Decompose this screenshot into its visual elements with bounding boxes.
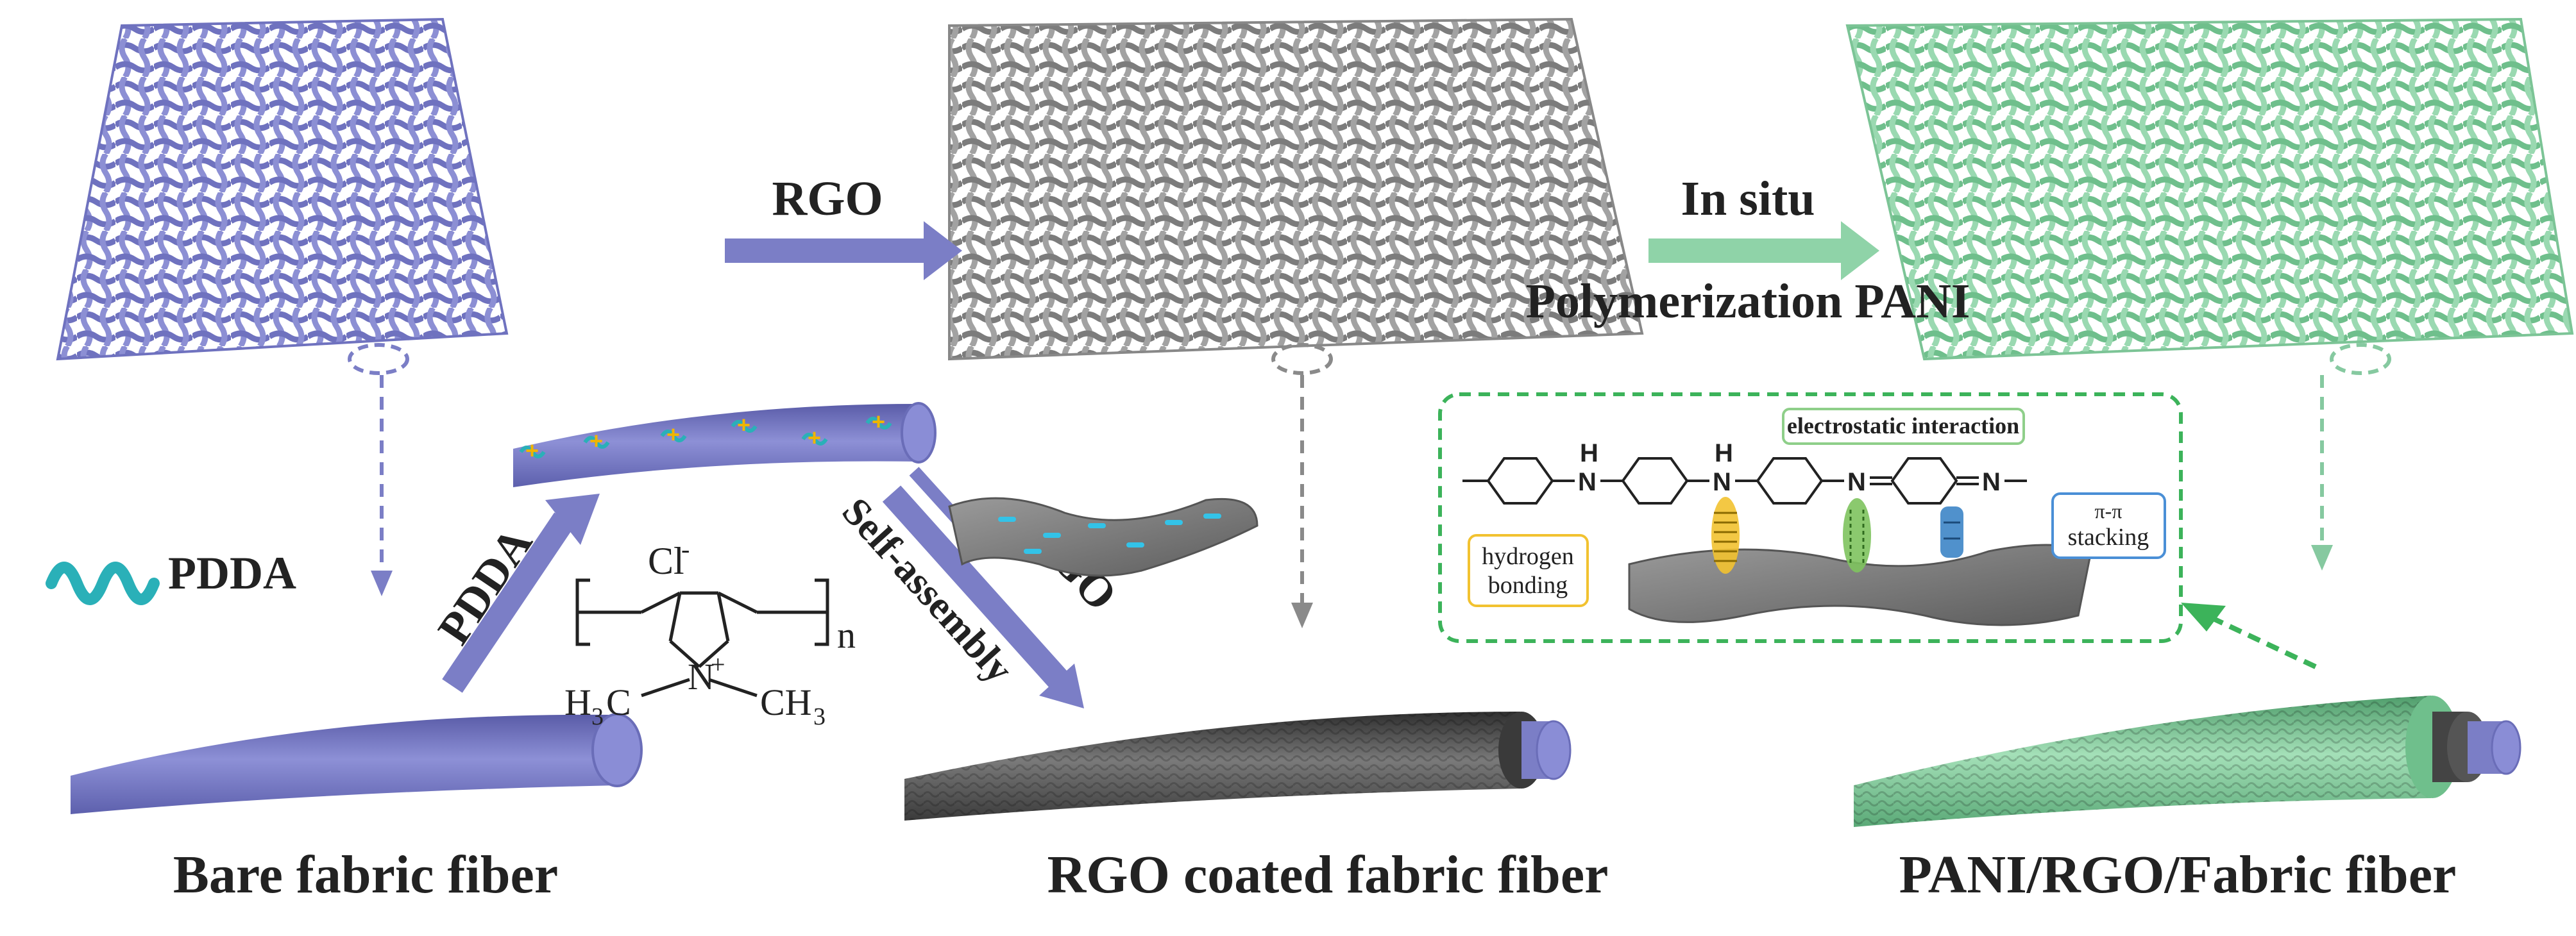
methyl-right-ch: CH: [760, 681, 812, 723]
insitu-arrow: In situ Polymerization PANI: [1526, 172, 1970, 328]
pdda-legend: PDDA: [46, 547, 296, 605]
methyl-left-h: H: [564, 681, 591, 723]
insitu-label: In situ: [1681, 172, 1815, 226]
pani-rgo-fiber: [1854, 696, 2521, 827]
bare-fiber: [71, 713, 643, 814]
atom-h1: H: [1580, 439, 1598, 467]
atom-n2: N: [1713, 468, 1731, 496]
pani-atoms: N H N H N N: [1578, 439, 2001, 496]
chloride-charge: -: [681, 535, 690, 564]
dashed-connector-pani: [2311, 375, 2333, 571]
atom-n3: N: [1847, 468, 1866, 496]
caption-rgo: RGO coated fabric fiber: [1047, 845, 1609, 905]
methyl-right-sub: 3: [813, 703, 826, 730]
interaction-inset: N H N H N N electrostati: [1438, 392, 2317, 669]
methyl-left-c: C: [606, 681, 631, 723]
pdda-molecule-labels: Cl - n N + H 3 C CH 3: [564, 535, 856, 730]
pdda-molecule: [575, 578, 829, 698]
atom-h2: H: [1715, 439, 1733, 467]
pdda-up-arrow: PDDA: [428, 494, 600, 693]
caption-bare: Bare fabric fiber: [173, 845, 558, 905]
svg-text:+: +: [737, 412, 750, 438]
graphene-sheet: [1628, 544, 2092, 626]
repeat-n-label: n: [837, 614, 856, 656]
svg-text:+: +: [666, 421, 680, 447]
electrostatic-marker: [1843, 498, 1871, 572]
rgo-coated-fiber: [904, 712, 1572, 821]
pani-fabric-mesh: [1845, 17, 2574, 375]
nitrogen-charge: +: [711, 650, 725, 679]
pani-chain: [1462, 457, 2027, 505]
nitrogen-label: N: [688, 656, 715, 698]
pdda-charge-markers: + + + + + +: [519, 408, 892, 464]
pdda-coated-fiber: + + + + + +: [513, 402, 936, 487]
electrostatic-label: electrostatic interaction: [1787, 413, 2019, 439]
rgo-sheet: [948, 497, 1258, 577]
svg-text:+: +: [589, 428, 603, 454]
atom-n1: N: [1578, 468, 1597, 496]
chloride-label: Cl: [648, 540, 684, 582]
methyl-left-sub: 3: [591, 703, 604, 730]
stacking-line1: π-π: [2095, 499, 2123, 522]
pdda-legend-label: PDDA: [168, 547, 296, 599]
stacking-line2: stacking: [2068, 524, 2149, 551]
bare-fabric-mesh: [56, 17, 509, 375]
hydrogen-line2: bonding: [1488, 572, 1568, 599]
hydrogen-line1: hydrogen: [1482, 543, 1574, 570]
svg-text:+: +: [525, 437, 539, 464]
hydrogen-bond-marker: [1711, 497, 1740, 574]
rgo-arrow: RGO: [725, 172, 962, 280]
dashed-connector-rgo: [1291, 375, 1313, 628]
stacking-box: [2051, 492, 2166, 559]
electrostatic-box: [1782, 408, 2025, 445]
hydrogen-bonding-box: [1468, 534, 1589, 607]
atom-n4: N: [1982, 468, 2001, 496]
svg-text:+: +: [872, 408, 885, 435]
rgo-arrow-label: RGO: [772, 172, 883, 226]
dashed-connector-bare: [371, 375, 393, 596]
pi-stacking-marker: [1940, 506, 1963, 558]
caption-pani: PANI/RGO/Fabric fiber: [1899, 845, 2457, 905]
polymerization-label: Polymerization PANI: [1526, 274, 1970, 328]
pdda-wave-icon: [46, 562, 160, 605]
svg-text:+: +: [808, 424, 821, 451]
